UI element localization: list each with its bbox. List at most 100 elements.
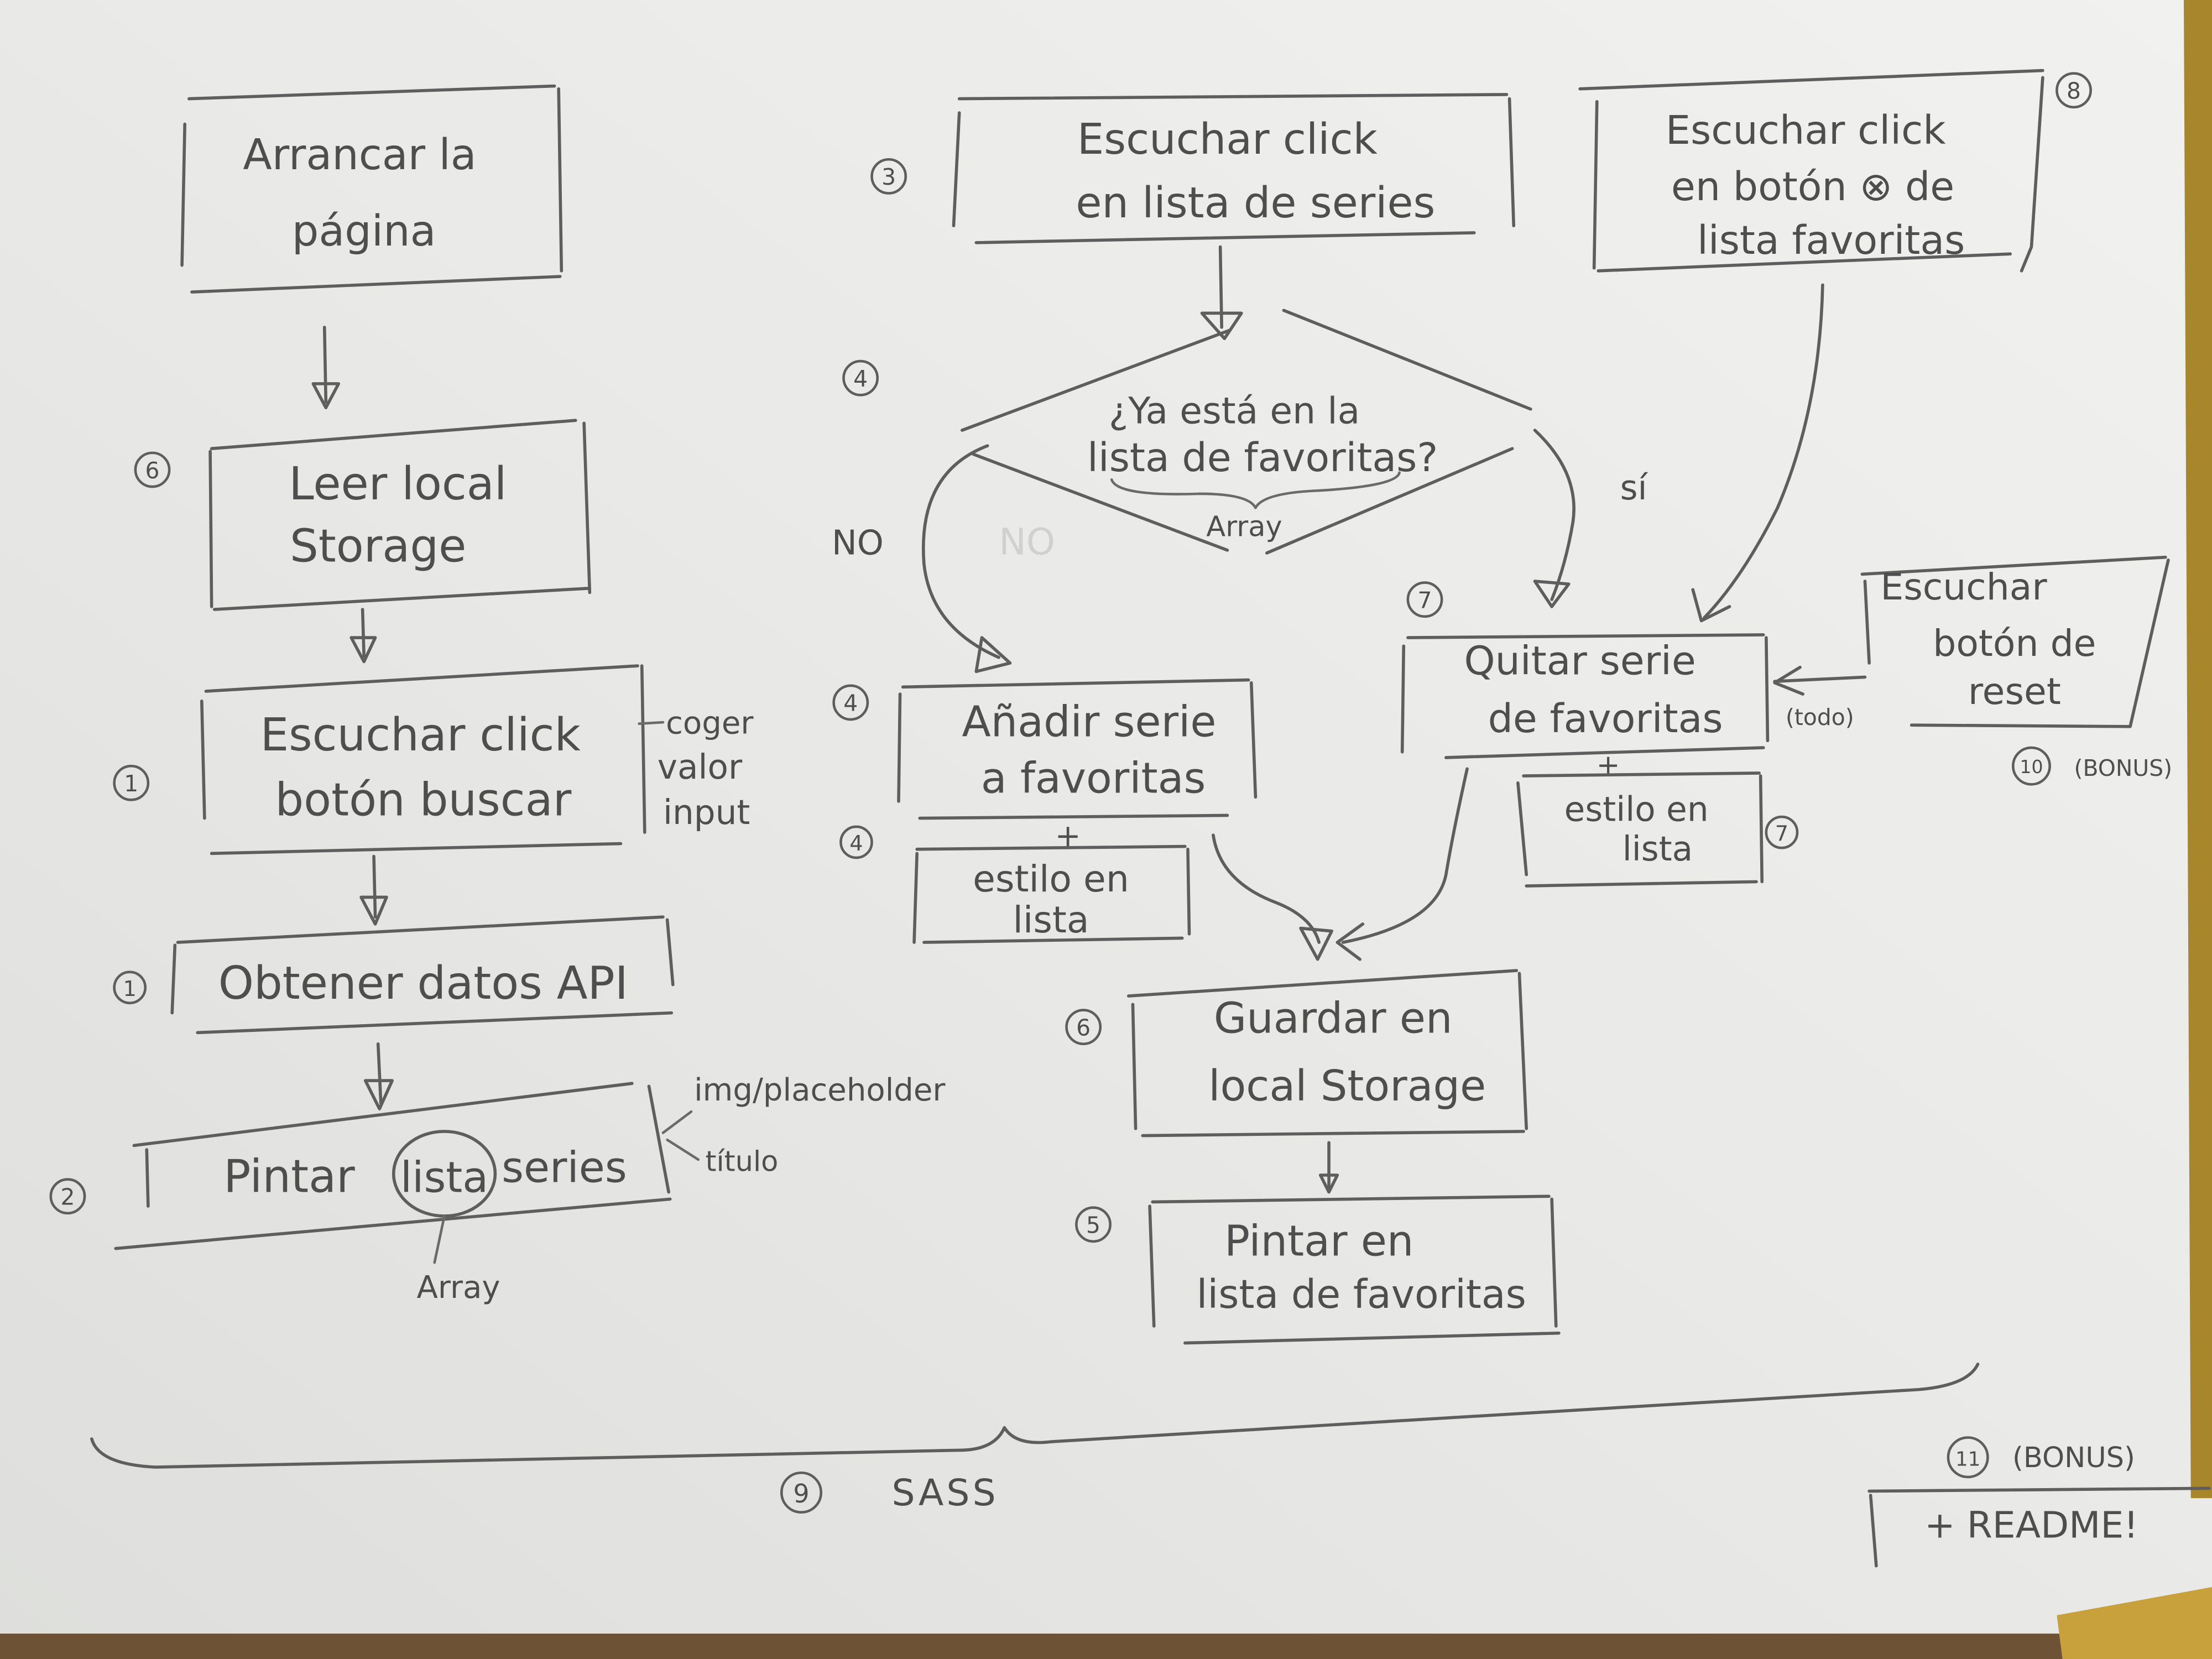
node-text-line: lista: [1623, 830, 1693, 869]
node-text-line: lista favoritas: [1697, 217, 1965, 263]
box-outline: [200, 664, 646, 855]
readme-label: + README!: [1924, 1504, 2138, 1547]
erased-label-no: NO: [999, 520, 1055, 564]
box-outline: [180, 84, 564, 294]
array-note: Array: [417, 1270, 500, 1306]
side-note: img/placeholder: [694, 1072, 946, 1108]
node-text-part: Pintar: [223, 1151, 355, 1203]
node-search-click: 1 Escuchar click botón buscar coger valo…: [113, 664, 754, 855]
node-text-line: Escuchar click: [1666, 107, 1946, 153]
side-note-line: [666, 1138, 700, 1161]
node-text-line: Storage: [290, 520, 466, 572]
bonus-label: (BONUS): [2012, 1442, 2135, 1474]
box-outline: [1578, 69, 2044, 273]
step-number-circle: [113, 764, 150, 801]
bonus-label: (BONUS): [2074, 755, 2172, 781]
node-save-storage: 6 Guardar en local Storage: [1065, 969, 1528, 1138]
arrow-shaft: [1218, 245, 1223, 329]
array-brace: [1110, 471, 1401, 509]
step-number-circle: [839, 825, 873, 859]
step-number-circle: [1075, 1206, 1112, 1243]
step-number-circle: [2056, 72, 2092, 109]
step-number: 10: [2020, 756, 2043, 778]
arrow-start-to-storage: [311, 326, 341, 410]
node-text-line: Añadir serie: [962, 698, 1216, 747]
plus-sign: +: [1597, 749, 1620, 782]
node-paint-list: 2 Pintar lista series Array img/placehol…: [49, 1072, 946, 1306]
step-number-circle: [842, 359, 879, 397]
arrow-save-to-paint: [1318, 1141, 1339, 1194]
node-paint-favorites: 5 Pintar en lista de favoritas: [1075, 1194, 1561, 1345]
node-text-part: lista: [400, 1154, 488, 1203]
side-note: título: [706, 1145, 779, 1178]
arrow-head: [1533, 580, 1571, 608]
readme-box-outline: [1867, 1486, 2211, 1568]
node-text-part: series: [502, 1144, 627, 1193]
box-outline: [912, 844, 1191, 944]
arrow-head: [1200, 311, 1243, 341]
step-number-circle: [2012, 746, 2051, 786]
arrow-shaft: [1773, 675, 1867, 683]
node-start: Arrancar la página: [180, 84, 564, 294]
step-number: 6: [145, 457, 160, 484]
step-number-circle: [49, 1178, 86, 1215]
box-outline: [952, 93, 1516, 244]
box-outline: [208, 419, 592, 611]
node-list-click: 3 Escuchar click en lista de series: [870, 93, 1516, 244]
step-number: 11: [1955, 1448, 1980, 1471]
arrow-head: [1335, 922, 1365, 961]
step-number: 8: [2067, 78, 2081, 105]
sass-brace: [90, 1363, 1980, 1469]
edge-label-no: NO: [832, 524, 884, 563]
node-remove-favorite: 7 Quitar serie de favoritas + estilo en …: [1400, 581, 1799, 888]
node-reset: Escuchar botón de reset (todo) 10 (BONUS…: [1773, 555, 2172, 786]
arrow-head: [974, 636, 1012, 674]
step-number-circle: [113, 971, 147, 1005]
step-number: 3: [881, 164, 896, 190]
step-number: 2: [60, 1184, 75, 1211]
diamond-outline: [960, 309, 1532, 555]
arrow-head: [1773, 665, 1805, 696]
step-number: 4: [843, 690, 858, 717]
node-text-line: Escuchar click: [1077, 115, 1378, 164]
box-outline: [1516, 771, 1764, 888]
edge-decision-yes: sí: [1533, 429, 1648, 608]
node-text-line: Pintar en: [1224, 1217, 1413, 1266]
sass-section: 9 SASS: [90, 1363, 1980, 1514]
sass-label: SASS: [892, 1471, 999, 1514]
node-text-line: estilo en: [973, 857, 1129, 900]
step-number: 1: [124, 770, 138, 797]
arrow-head: [1318, 1173, 1339, 1194]
node-remove-click: 8 Escuchar click en botón ⊗ de lista fav…: [1578, 69, 2092, 273]
node-read-storage: 6 Leer local Storage: [134, 419, 592, 611]
box-outline: [1148, 1194, 1561, 1345]
node-text-line: en botón ⊗ de: [1671, 164, 1954, 210]
array-pointer-line: [433, 1214, 446, 1264]
step-number-circle: [1065, 1009, 1102, 1046]
step-number: 9: [793, 1479, 809, 1509]
node-text-line: Quitar serie: [1464, 638, 1695, 684]
decision-text-line: lista de favoritas?: [1087, 435, 1438, 481]
step-number: 6: [1076, 1014, 1091, 1041]
node-text-line: botón de: [1933, 622, 2096, 665]
array-note: Array: [1206, 510, 1282, 543]
note-text-line: valor: [658, 748, 743, 787]
arrow-shaft: [372, 854, 377, 919]
step-number: 1: [123, 977, 137, 1001]
step-number-circle: [1947, 1436, 1989, 1479]
step-number: 4: [849, 831, 863, 856]
node-text-line: en lista de series: [1076, 179, 1435, 228]
arrow-head: [1299, 926, 1333, 961]
arrow-search-to-api: [359, 854, 388, 926]
node-text-line: Escuchar: [1880, 565, 2047, 608]
step-number: 4: [853, 366, 868, 392]
desk-object-bottom-right: [2057, 1587, 2212, 1659]
node-text-line: estilo en: [1564, 790, 1709, 830]
step-number: 5: [1086, 1212, 1100, 1239]
box-outline: [114, 1082, 672, 1250]
note-text-line: coger: [666, 706, 754, 742]
node-text-line: botón buscar: [275, 774, 571, 826]
step-number-circle: [1406, 581, 1443, 618]
node-text-line: a favoritas: [981, 754, 1206, 804]
arrow-shaft: [376, 1042, 383, 1105]
